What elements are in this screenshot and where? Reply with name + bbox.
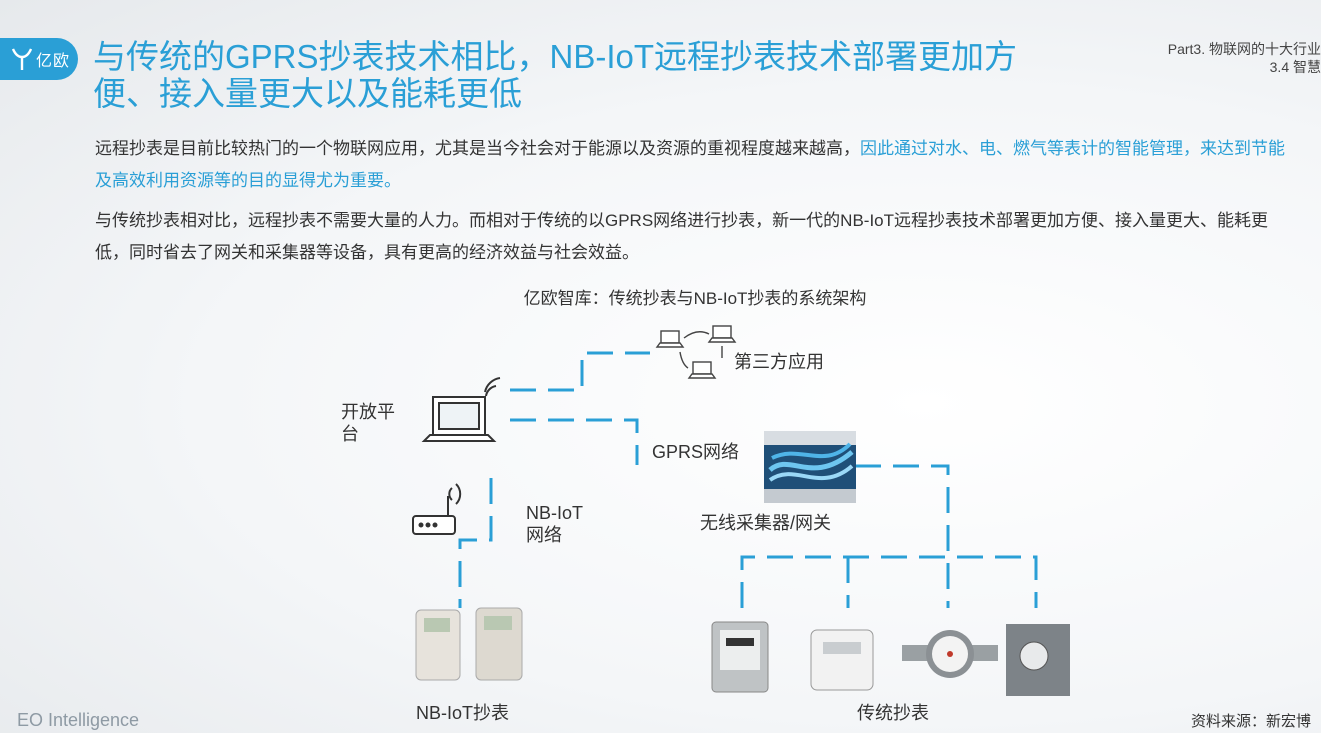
platform-to-third-party-line	[510, 351, 650, 392]
paragraph-1: 远程抄表是目前比较热门的一个物联网应用，尤其是当今社会对于能源以及资源的重视程度…	[95, 133, 1295, 197]
section-indicator: Part3. 物联网的十大行业 3.4 智慧	[1168, 40, 1321, 76]
gateway-to-meters-line	[855, 464, 950, 608]
platform-to-nbiot-line	[458, 478, 493, 608]
traditional-meter-label: 传统抄表	[857, 703, 929, 723]
nbiot-meter-image	[415, 607, 523, 681]
gateway-device-image	[764, 431, 856, 503]
third-party-app-label: 第三方应用	[734, 352, 824, 372]
nbiot-meter-label: NB-IoT抄表	[416, 703, 510, 723]
traditional-cabinet-meter-image	[1006, 624, 1070, 696]
nbiot-router-icon	[412, 483, 462, 535]
paragraph-1-text: 远程抄表是目前比较热门的一个物联网应用，尤其是当今社会对于能源以及资源的重视程度…	[95, 139, 860, 158]
platform-to-gprs-line	[510, 418, 639, 465]
section-line-2: 3.4 智慧	[1269, 59, 1321, 75]
source-note: 资料来源：新宏博	[1190, 713, 1311, 730]
logo-text: 亿欧	[35, 53, 70, 70]
traditional-gas-meter-image	[810, 629, 874, 691]
open-platform-label: 开放平台	[341, 402, 395, 444]
gateway-label: 无线采集器/网关	[700, 513, 832, 533]
traditional-electric-meter-image	[711, 621, 769, 693]
connection-lines	[458, 351, 1038, 608]
brand-watermark: EO Intelligence	[17, 710, 140, 730]
nbiot-network-label: NB-IoT网络	[526, 503, 584, 545]
logo-y-icon	[11, 48, 32, 70]
meter-bus-line	[740, 555, 1038, 608]
section-line-1: Part3. 物联网的十大行业	[1167, 41, 1321, 57]
gprs-network-label: GPRS网络	[652, 442, 740, 462]
paragraph-1-highlight: 因此通过对水、电、燃气等表计的智能管理，来达到节能及高效利用资源等的目的显得尤为…	[95, 139, 1285, 190]
diagram-title: 亿欧智库：传统抄表与NB-IoT抄表的系统架构	[523, 289, 867, 308]
paragraph-2: 与传统抄表相对比，远程抄表不需要大量的人力。而相对于传统的以GPRS网络进行抄表…	[95, 211, 1269, 262]
page-title: 与传统的GPRS抄表技术相比，NB-IoT远程抄表技术部署更加方便、接入量更大以…	[93, 38, 1018, 112]
third-party-laptops-icon	[655, 325, 737, 379]
platform-laptop-icon	[421, 377, 501, 442]
logo: 亿欧	[0, 38, 78, 80]
traditional-water-meter-image	[902, 630, 998, 678]
